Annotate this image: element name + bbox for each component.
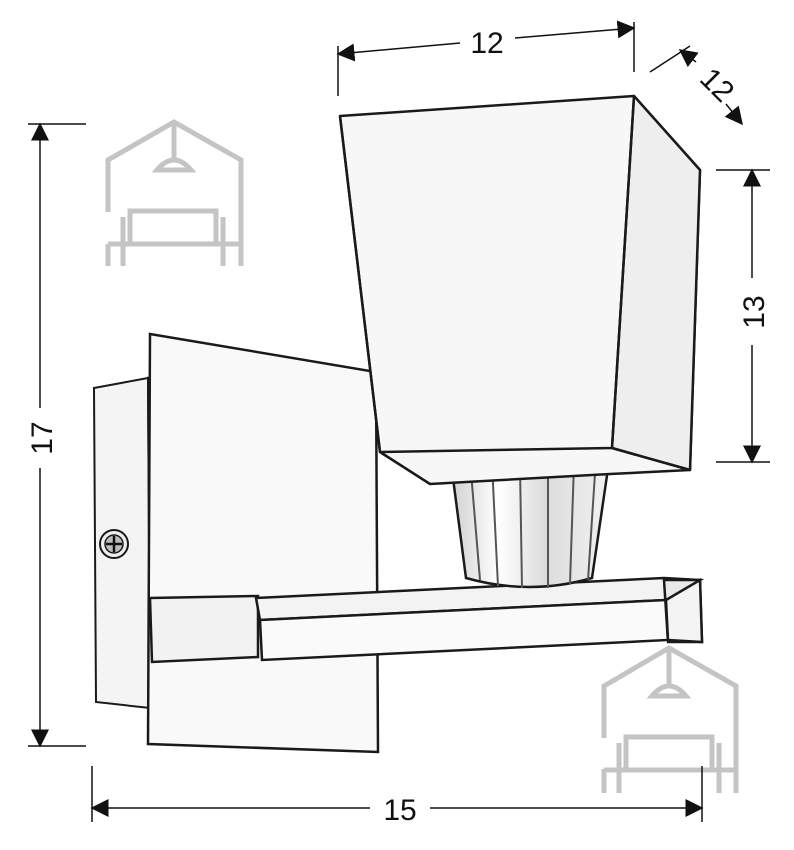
dimension-total-width: 15 [90, 766, 704, 827]
total-height-label: 17 [26, 421, 59, 454]
front-plate [146, 332, 380, 754]
screw-icon [99, 529, 129, 559]
shade-width-label: 12 [470, 27, 503, 60]
house-wall-lamp-icon [601, 645, 739, 793]
total-width-label: 15 [383, 794, 416, 827]
dimension-total-height: 17 [26, 122, 86, 748]
house-ceiling-lamp-icon [105, 119, 244, 266]
dimension-shade-height: 13 [716, 168, 771, 464]
lamp-arm [148, 576, 705, 664]
shade-height-label: 13 [738, 295, 771, 328]
glass-shade [338, 94, 702, 486]
shade-depth-label: 12 [693, 62, 740, 109]
dimension-shade-depth: 12 [649, 45, 743, 126]
dimension-shade-width: 12 [336, 20, 636, 96]
